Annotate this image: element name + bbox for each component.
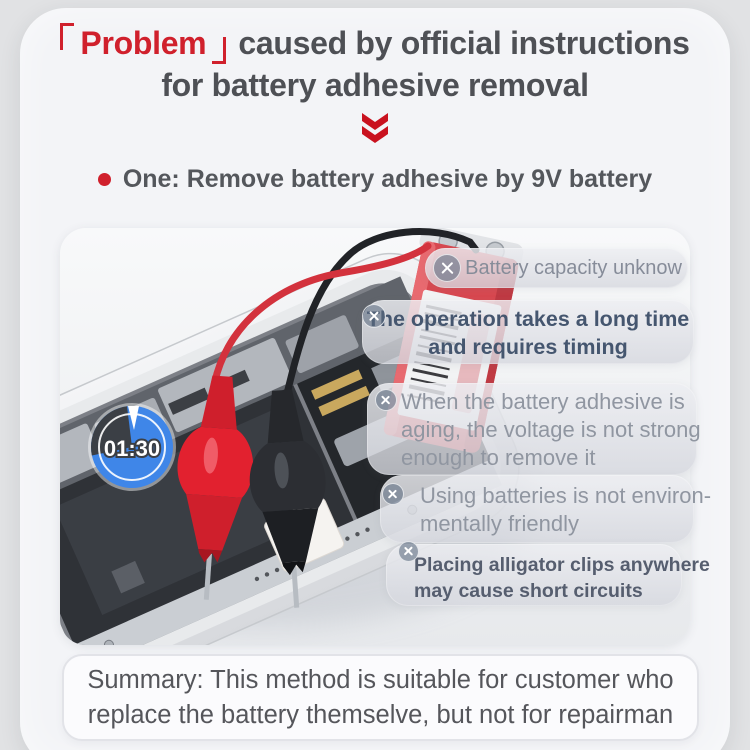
bullet-dot-icon xyxy=(97,173,111,186)
x-circle-icon xyxy=(382,483,404,505)
callout-line: may cause short circuits xyxy=(414,580,643,602)
callout-line: and requires timing xyxy=(428,335,628,359)
title-highlight: Problem xyxy=(80,25,207,61)
title-line-2: for battery adhesive removal xyxy=(161,67,589,103)
summary-line: replace the battery themselve, but not f… xyxy=(87,700,674,729)
figure: 01:30 Battery capacity unknow The operat… xyxy=(60,228,711,645)
red-alligator-clip xyxy=(177,375,254,600)
callout-line: Placing alligator clips anywhere xyxy=(414,554,710,576)
summary-line: Summary: This method is suitable for cus… xyxy=(87,665,674,694)
x-circle-icon xyxy=(375,389,397,411)
callout-line: Using batteries is not environ- xyxy=(420,483,712,508)
page-title: Problem caused by official instructions f… xyxy=(0,22,750,106)
callout-line: Battery capacity unknow xyxy=(465,257,682,279)
x-circle-icon xyxy=(398,541,419,562)
callout-line: mentally friendly xyxy=(420,511,579,536)
corner-bracket-close-icon xyxy=(212,36,227,64)
title-rest: caused by official instructions xyxy=(238,25,690,61)
callout-line: The operation takes a long time xyxy=(366,307,690,331)
section-heading: One: Remove battery adhesive by 9V batte… xyxy=(0,165,750,194)
timer-icon: 01:30 xyxy=(88,403,176,491)
chevron-double-down-icon xyxy=(362,113,388,143)
black-wire xyxy=(280,228,480,410)
black-alligator-clip xyxy=(249,389,326,608)
x-circle-icon xyxy=(433,254,461,282)
callout-short-circuits: Placing alligator clips anywhere may cau… xyxy=(386,541,710,606)
x-circle-icon xyxy=(362,304,386,328)
title-line-1: Problem caused by official instructions xyxy=(0,22,750,64)
callout-line: aging, the voltage is not strong xyxy=(401,417,701,442)
callout-adhesive-aging: When the battery adhesive is aging, the … xyxy=(367,383,701,475)
callout-battery-capacity: Battery capacity unknow xyxy=(425,248,688,288)
summary-card: Summary: This method is suitable for cus… xyxy=(62,654,699,741)
section-label: One: Remove battery adhesive by 9V batte… xyxy=(122,165,653,193)
callout-layer: Battery capacity unknow The operation ta… xyxy=(60,228,711,645)
callout-long-time: The operation takes a long time and requ… xyxy=(362,300,694,364)
callout-line: enough to remove it xyxy=(401,445,596,470)
timer-value: 01:30 xyxy=(104,436,160,461)
corner-bracket-open-icon xyxy=(60,22,75,50)
red-wire xyxy=(210,242,432,390)
callout-line: When the battery adhesive is xyxy=(401,389,685,414)
callout-not-environmentally-friendly: Using batteries is not environ- mentally… xyxy=(380,475,712,543)
